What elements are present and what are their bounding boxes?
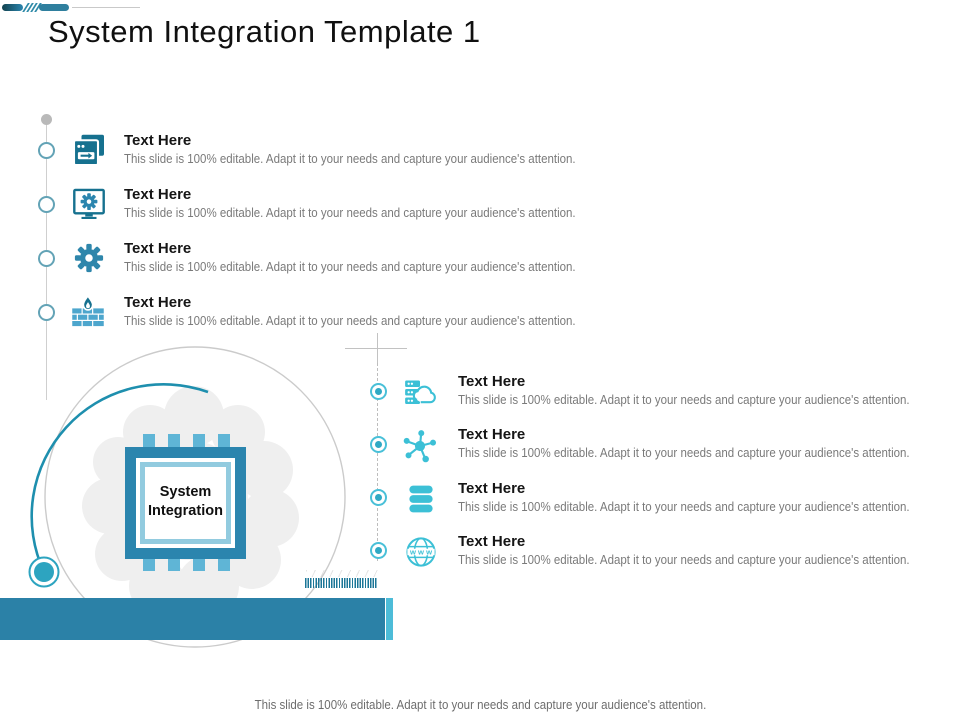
item-description: This slide is 100% editable. Adapt it to… [458, 500, 910, 514]
firewall-icon [69, 294, 105, 330]
footer-caption: This slide is 100% editable. Adapt it to… [254, 698, 706, 712]
arc-end-dot [34, 562, 54, 582]
right-item: Text Here This slide is 100% editable. A… [458, 533, 949, 567]
bottom-bar-strip [386, 598, 393, 640]
item-title: Text Here [124, 186, 192, 203]
item-description: This slide is 100% editable. Adapt it to… [124, 314, 576, 328]
accent-pill [39, 4, 69, 11]
chip-pin [143, 434, 155, 447]
gear-icon [71, 240, 107, 276]
zipper-ticks [305, 578, 378, 588]
left-item: Text Here This slide is 100% editable. A… [124, 132, 615, 166]
globe-www-icon: w w w [404, 535, 440, 571]
timeline-node [370, 542, 387, 559]
bottom-bar [0, 598, 385, 640]
item-title: Text Here [124, 294, 192, 311]
item-description: This slide is 100% editable. Adapt it to… [124, 260, 576, 274]
network-hub-icon [403, 429, 439, 465]
right-timeline-crossbar [345, 348, 407, 349]
left-item: Text Here This slide is 100% editable. A… [124, 294, 615, 328]
teal-arc [30, 383, 209, 573]
chip-pin [193, 558, 205, 571]
chip-pin [193, 434, 205, 447]
chip-ring [140, 462, 231, 544]
right-item: Text Here This slide is 100% editable. A… [458, 480, 949, 514]
item-description: This slide is 100% editable. Adapt it to… [458, 446, 910, 460]
timeline-node [370, 436, 387, 453]
timeline-node [38, 250, 55, 267]
chip-pin [218, 434, 230, 447]
item-title: Text Here [458, 373, 526, 390]
right-timeline-top [377, 333, 378, 363]
accent-line [72, 7, 140, 8]
timeline-node [370, 489, 387, 506]
timeline-node [38, 142, 55, 159]
item-description: This slide is 100% editable. Adapt it to… [124, 206, 576, 220]
hatch-pattern [306, 570, 378, 577]
chip-pin [143, 558, 155, 571]
timeline-start-dot [41, 114, 52, 125]
left-item: Text Here This slide is 100% editable. A… [124, 186, 615, 220]
timeline-node [38, 304, 55, 321]
cloud-server-icon [403, 376, 439, 412]
monitor-gear-icon [71, 186, 107, 222]
chip-body: System Integration [125, 447, 246, 559]
chip-pin [168, 434, 180, 447]
svg-text:w w w: w w w [409, 548, 432, 557]
database-icon [404, 482, 440, 518]
item-title: Text Here [124, 132, 192, 149]
item-title: Text Here [458, 533, 526, 550]
right-timeline-line [377, 363, 378, 561]
browser-windows-icon [71, 132, 107, 168]
chip-pin [218, 558, 230, 571]
accent-pill [2, 4, 23, 11]
timeline-node [370, 383, 387, 400]
right-item: Text Here This slide is 100% editable. A… [458, 426, 949, 460]
left-item: Text Here This slide is 100% editable. A… [124, 240, 615, 274]
item-description: This slide is 100% editable. Adapt it to… [458, 393, 910, 407]
outline-circle [44, 346, 346, 648]
chip-pin [168, 558, 180, 571]
item-title: Text Here [124, 240, 192, 257]
chip-label: System Integration [148, 484, 223, 519]
item-title: Text Here [458, 426, 526, 443]
item-description: This slide is 100% editable. Adapt it to… [458, 553, 910, 567]
item-description: This slide is 100% editable. Adapt it to… [124, 152, 576, 166]
timeline-node [38, 196, 55, 213]
slide-title: System Integration Template 1 [48, 14, 481, 49]
item-title: Text Here [458, 480, 526, 497]
right-item: Text Here This slide is 100% editable. A… [458, 373, 949, 407]
